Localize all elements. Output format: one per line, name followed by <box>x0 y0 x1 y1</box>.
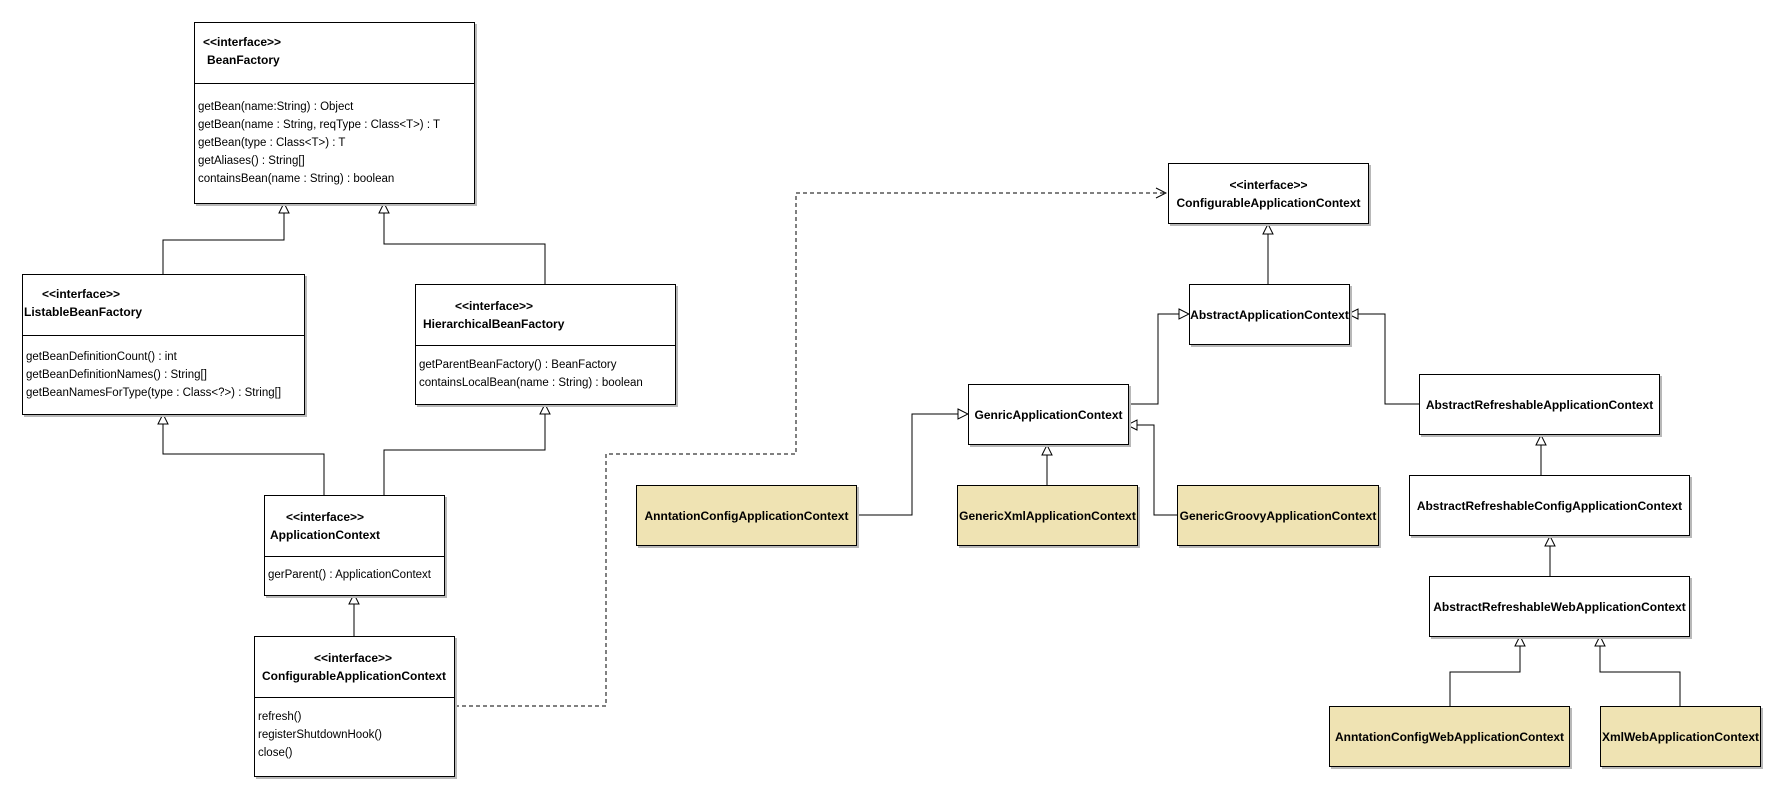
operation: refresh() <box>258 711 302 723</box>
operation: getBeanDefinitionNames() : String[] <box>26 369 207 381</box>
abstractrefreshableapplicationcontext-class: AbstractRefreshableApplicationContext <box>1419 374 1660 435</box>
appctx-header: <<interface>> ApplicationContext <box>265 496 444 556</box>
listable-extends-beanfactory <box>162 203 284 274</box>
abstractrefreshableconfigapplicationcontext-class: AbstractRefreshableConfigApplicationCont… <box>1409 475 1690 536</box>
genericgroovyapplicationcontext-class: GenericGroovyApplicationContext <box>1177 485 1379 546</box>
abstractrefreshablewebapplicationcontext-class: AbstractRefreshableWebApplicationContext <box>1429 576 1690 637</box>
operation: getBean(name:String) : Object <box>198 101 354 113</box>
operation: close() <box>258 747 293 759</box>
hierarchical-header: <<interface>> HierarchicalBeanFactory <box>416 285 675 345</box>
beanfactory-interface: <<interface>> BeanFactory getBean(name:S… <box>194 22 475 204</box>
applicationcontext-interface: <<interface>> ApplicationContext gerPare… <box>264 495 445 596</box>
stereotype-label: <<interface>> <box>203 35 282 49</box>
operation: registerShutdownHook() <box>258 729 383 741</box>
genericxmlapplicationcontext-class: GenericXmlApplicationContext <box>957 485 1138 546</box>
refreshable-extends-abstract <box>1348 314 1419 405</box>
genricapplicationcontext-class: GenricApplicationContext <box>968 384 1129 445</box>
class-name: AbstractApplicationContext <box>1190 307 1349 322</box>
listablebeanfactory-interface: <<interface>> ListableBeanFactory getBea… <box>22 274 305 415</box>
class-name: AbstractRefreshableApplicationContext <box>1425 397 1654 412</box>
abstractapplicationcontext-class: AbstractApplicationContext <box>1189 284 1350 345</box>
anntation-web-extends-web <box>1449 636 1520 706</box>
class-name: AbstractRefreshableConfigApplicationCont… <box>1416 498 1683 513</box>
anntationconfigapplicationcontext-class: AnntationConfigApplicationContext <box>636 485 857 546</box>
xml-web-extends-web <box>1600 636 1681 706</box>
listable-header: <<interface>> ListableBeanFactory <box>23 275 304 335</box>
xmlwebapplicationcontext-class: XmlWebApplicationContext <box>1600 706 1761 767</box>
operations-compartment: getBeanDefinitionCount() : int getBeanDe… <box>23 335 304 406</box>
configurable-header: <<interface>> ConfigurableApplicationCon… <box>255 637 454 697</box>
class-name: BeanFactory <box>207 53 280 67</box>
class-name: AnntationConfigApplicationContext <box>644 508 849 523</box>
stereotype-label: <<interface>> <box>314 651 393 665</box>
operation: getBean(type : Class<T>) : T <box>198 137 346 149</box>
generic-extends-abstract <box>1127 314 1189 405</box>
operations-compartment: gerParent() : ApplicationContext <box>265 556 444 588</box>
class-name: GenericXmlApplicationContext <box>959 508 1136 523</box>
class-name: AbstractRefreshableWebApplicationContext <box>1433 599 1686 614</box>
operation: containsBean(name : String) : boolean <box>198 173 395 185</box>
stereotype-label: <<interface>> <box>1229 177 1308 192</box>
operations-compartment: getParentBeanFactory() : BeanFactory con… <box>416 345 675 396</box>
class-name: AnntationConfigWebApplicationContext <box>1334 729 1565 744</box>
operations-compartment: getBean(name:String) : Object getBean(na… <box>195 83 474 192</box>
class-name: HierarchicalBeanFactory <box>423 317 565 331</box>
operation: getParentBeanFactory() : BeanFactory <box>419 359 617 371</box>
anntationconfigwebapplicationcontext-class: AnntationConfigWebApplicationContext <box>1329 706 1570 767</box>
hierarchicalbeanfactory-interface: <<interface>> HierarchicalBeanFactory ge… <box>415 284 676 405</box>
class-name: GenericGroovyApplicationContext <box>1179 508 1377 523</box>
class-name: ApplicationContext <box>270 528 380 542</box>
operation: getBeanNamesForType(type : Class<?>) : S… <box>26 387 282 399</box>
configurableapplicationcontext-ref: <<interface>> ConfigurableApplicationCon… <box>1168 163 1369 224</box>
class-name: XmlWebApplicationContext <box>1601 729 1760 744</box>
configurableapplicationcontext-interface: <<interface>> ConfigurableApplicationCon… <box>254 636 455 777</box>
operation: gerParent() : ApplicationContext <box>268 569 432 581</box>
stereotype-label: <<interface>> <box>286 510 365 524</box>
hierarchical-extends-beanfactory <box>384 203 546 284</box>
class-name: ConfigurableApplicationContext <box>262 669 446 683</box>
operations-compartment: refresh() registerShutdownHook() close() <box>255 697 454 766</box>
class-name: ConfigurableApplicationContext <box>1176 195 1361 210</box>
appctx-extends-hierarchical <box>383 404 545 495</box>
stereotype-label: <<interface>> <box>42 287 121 301</box>
operation: getBeanDefinitionCount() : int <box>26 351 177 363</box>
stereotype-label: <<interface>> <box>455 299 534 313</box>
operation: containsLocalBean(name : String) : boole… <box>419 377 643 389</box>
configurable-realization-link <box>455 193 1166 707</box>
class-name: GenricApplicationContext <box>974 407 1123 422</box>
groovy-extends-generic <box>1127 425 1177 516</box>
operation: getBean(name : String, reqType : Class<T… <box>198 119 441 131</box>
class-name: ListableBeanFactory <box>24 305 143 319</box>
anntation-extends-generic <box>856 414 968 516</box>
beanfactory-header: <<interface>> BeanFactory <box>195 23 474 83</box>
configurable-ref-header: <<interface>> ConfigurableApplicationCon… <box>1169 164 1368 223</box>
appctx-extends-listable <box>163 414 325 495</box>
operation: getAliases() : String[] <box>198 155 305 167</box>
